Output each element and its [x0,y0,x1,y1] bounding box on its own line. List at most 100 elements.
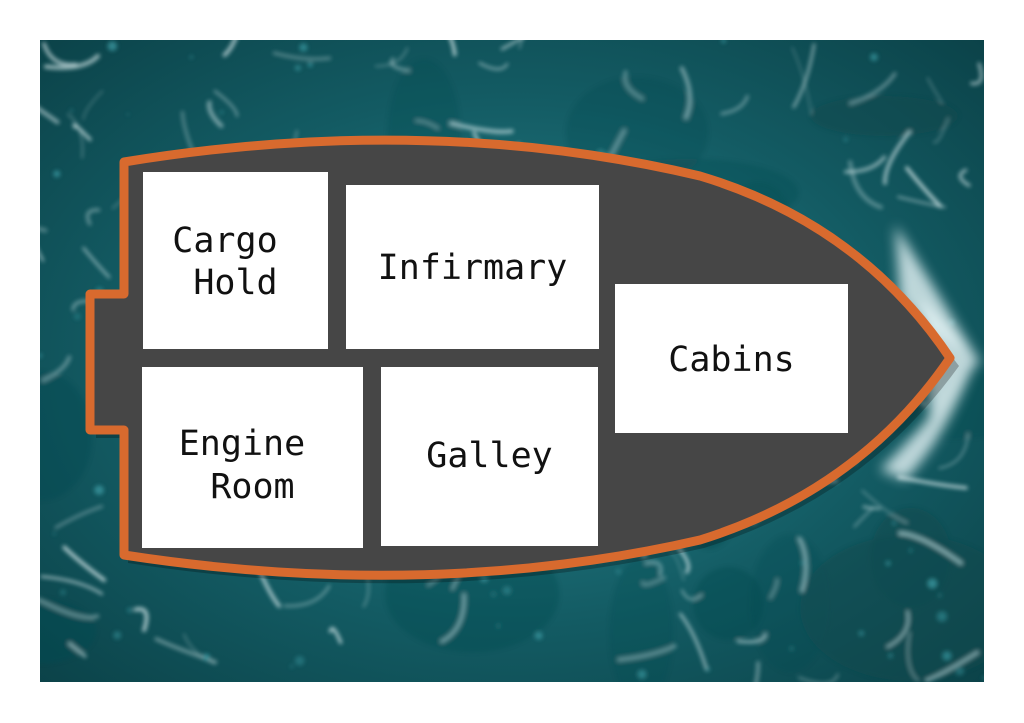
bow-wake-splash [880,360,975,480]
foam-streak [848,71,897,106]
foam-streak [905,166,943,208]
water-speck [294,64,301,72]
foam-streak [769,578,779,600]
water-speck [942,651,952,661]
water-speck [69,108,74,113]
svg-text:Engine Room: Engine Room [179,424,327,507]
water-speck [885,561,891,566]
room-label-line: Galley [426,436,552,476]
foam-streak [82,246,111,279]
foam-streak [40,575,104,596]
foam-streak [897,195,946,209]
foam-streak [791,46,812,115]
foam-streak [54,505,104,530]
foam-streak [847,159,884,210]
water-speck [938,593,942,597]
water-speck [113,631,122,640]
water-speck [189,55,194,60]
water-speck [307,61,313,68]
svg-text:Galley: Galley [426,436,552,476]
foam-streak [925,650,980,682]
water-speck [480,574,488,582]
foam-streak [133,606,149,633]
foam-streak [82,90,104,121]
foam-streak [67,113,84,159]
water-speck [705,666,711,672]
foam-streak [862,505,881,510]
foam-streak [898,531,963,566]
water-speck [908,548,913,553]
foam-streak [518,40,523,50]
foam-streak [641,576,667,586]
foam-streak [886,610,910,649]
bow-wake-splash [895,225,975,355]
water-speck [289,664,294,669]
foam-streak [926,77,943,104]
foam-streak [206,100,224,129]
foam-streak [622,70,645,101]
foam-streak [440,593,466,644]
water-speck [927,578,937,589]
water-speck [107,41,118,52]
foam-streak [882,130,912,186]
water-speck [126,113,129,116]
foam-streak [43,53,101,70]
water-patch [40,371,93,501]
room-label-line: Infirmary [378,248,568,288]
foam-streak [85,208,101,226]
water-speck [937,611,947,622]
water-speck [40,353,43,358]
foam-streak [42,42,78,67]
water-speck [491,592,496,597]
foam-streak [41,355,72,383]
water-speck [637,670,647,679]
water-speck [52,532,56,536]
foam-streak [861,489,908,524]
foam-streak [644,560,663,577]
foam-streak [415,119,439,129]
svg-text:Cargo Hold: Cargo Hold [172,221,298,303]
water-speck [721,40,726,44]
room-box [615,284,848,433]
water-speck [53,170,61,178]
foam-streak [736,632,767,644]
foam-streak [272,51,332,61]
foam-streak [213,89,239,118]
room-cabins: Cabins [615,284,848,433]
water-speck [888,653,893,658]
water-speck [294,655,305,666]
room-infirmary: Infirmary [346,185,599,349]
foam-streak [500,40,522,51]
water-speck [127,607,133,614]
foam-streak [222,40,237,57]
room-box [142,367,363,548]
foam-streak [40,107,60,125]
room-engine-room: Engine Room [142,367,363,548]
water-patch [693,567,764,640]
foam-streak [843,155,887,174]
water-speck [800,560,806,566]
foam-streak [970,62,984,86]
water-speck [869,53,878,62]
water-patch [810,95,959,137]
room-label-line: Cargo [172,221,277,261]
water-speck [503,586,511,595]
foam-streak [797,673,840,682]
foam-streak [62,545,107,582]
room-box [143,172,328,349]
water-speck [59,589,66,596]
foam-streak [478,62,509,71]
foam-streak [958,168,971,188]
water-speck [858,631,864,636]
foam-streak [797,536,808,593]
water-speck [892,521,896,525]
room-box [381,367,598,546]
foam-streak [907,631,920,682]
svg-text:Cabins: Cabins [668,340,794,380]
room-cargo-hold: Cargo Hold [143,172,328,349]
svg-text:Infirmary: Infirmary [378,248,568,288]
foam-streak [374,47,409,67]
water-patch [800,534,984,681]
foam-streak [720,94,749,116]
